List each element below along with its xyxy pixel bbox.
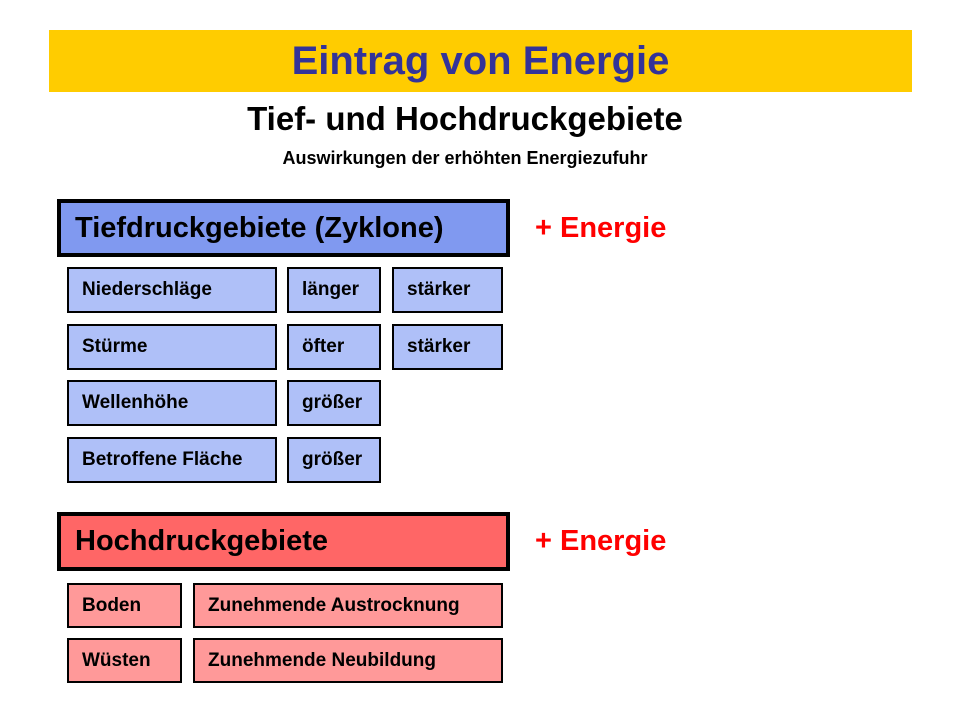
header-banner: Eintrag von Energie [49, 30, 912, 92]
high-pressure-energy-label: + Energie [535, 525, 667, 557]
effect-box-laenger: länger [287, 267, 381, 313]
low-pressure-energy-label: + Energie [535, 212, 667, 244]
effect-box-staerker-1: stärker [392, 267, 503, 313]
high-pressure-header-box: Hochdruckgebiete [57, 512, 510, 571]
effect-box-niederschlaege: Niederschläge [67, 267, 277, 313]
header-title: Eintrag von Energie [291, 39, 670, 83]
subtitle-row: Auswirkungen der erhöhten Energiezufuhr [0, 148, 930, 169]
effect-box-austrocknung: Zunehmende Austrocknung [193, 583, 503, 628]
effect-box-stuerme: Stürme [67, 324, 277, 370]
effect-box-wellenhoehe: Wellenhöhe [67, 380, 277, 426]
title-row: Tief- und Hochdruckgebiete [0, 100, 930, 138]
effect-box-boden: Boden [67, 583, 182, 628]
effect-box-groesser-1: größer [287, 380, 381, 426]
effect-box-wuesten: Wüsten [67, 638, 182, 683]
slide-title: Tief- und Hochdruckgebiete [247, 100, 683, 137]
effect-box-groesser-2: größer [287, 437, 381, 483]
low-pressure-title: Tiefdruckgebiete (Zyklone) [75, 212, 444, 244]
high-pressure-title: Hochdruckgebiete [75, 525, 328, 557]
copyright-credit: © Al Gore 2006 / J. Martin 2007 [940, 712, 955, 720]
effect-box-neubildung: Zunehmende Neubildung [193, 638, 503, 683]
slide-subtitle: Auswirkungen der erhöhten Energiezufuhr [282, 148, 648, 168]
effect-box-staerker-2: stärker [392, 324, 503, 370]
effect-box-oefter: öfter [287, 324, 381, 370]
low-pressure-header-box: Tiefdruckgebiete (Zyklone) [57, 199, 510, 257]
effect-box-betroffene-flaeche: Betroffene Fläche [67, 437, 277, 483]
